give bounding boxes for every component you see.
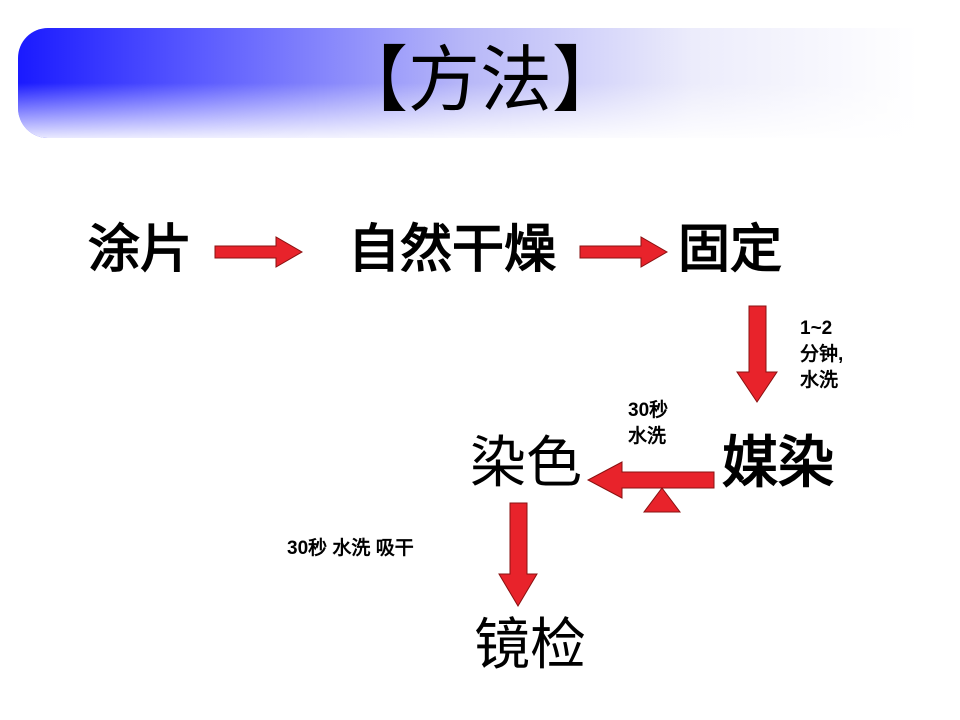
step-fix: 固定 xyxy=(678,220,783,280)
arrow-down-icon xyxy=(736,305,778,403)
arrow-down-icon xyxy=(498,502,538,607)
note-line: 分钟, xyxy=(800,344,844,365)
note-line: 水洗 xyxy=(800,370,839,391)
step-air-dry: 自然干燥 xyxy=(348,220,557,280)
step-microscopy: 镜检 xyxy=(474,613,586,678)
step-stain: 染色 xyxy=(470,431,582,496)
note-line: 30秒 xyxy=(628,400,669,421)
arrow-left-icon xyxy=(586,461,715,499)
note-mordant-to-stain: 30秒 水洗 xyxy=(628,398,668,450)
note-line: 1~2 xyxy=(800,318,833,339)
step-mordant: 媒染 xyxy=(722,431,834,496)
triangle-marker-icon xyxy=(643,487,681,513)
arrow-right-icon xyxy=(214,236,304,268)
note-fix-to-mordant: 1~2 分钟, 水洗 xyxy=(800,316,843,394)
note-stain-to-microscopy: 30秒 水洗 吸干 xyxy=(287,538,414,559)
title-banner xyxy=(18,28,918,138)
page-title: 【方法】 xyxy=(335,38,624,122)
step-smear: 涂片 xyxy=(88,220,193,280)
note-line: 水洗 xyxy=(628,426,667,447)
arrow-right-icon xyxy=(579,236,669,268)
